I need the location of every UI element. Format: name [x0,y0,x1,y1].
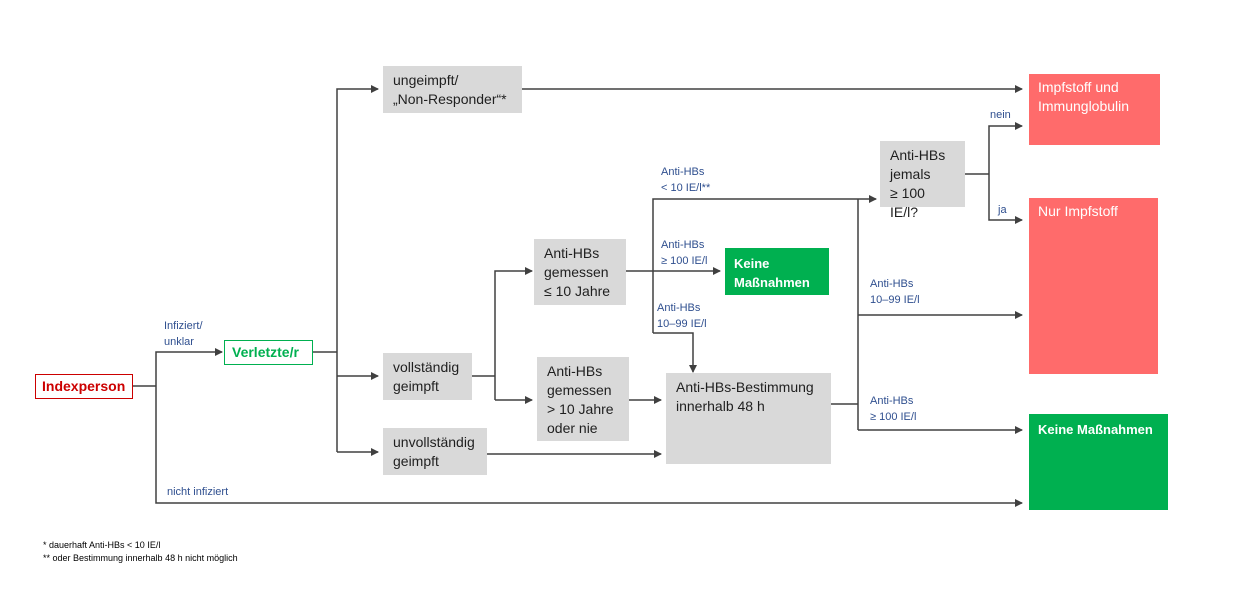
label-nein: nein [990,109,1011,121]
label-lt10: Anti-HBs < 10 IE/l** [661,166,711,194]
footnote-1: * dauerhaft Anti-HBs < 10 IE/l [43,540,161,550]
label-nicht-infiziert: nicht infiziert [167,486,229,498]
node-gemessen-le10: Anti-HBs gemessen ≤ 10 Jahre [534,239,626,305]
label-ja: ja [998,204,1007,216]
label-10-99-right: Anti-HBs 10–99 IE/l [870,278,920,306]
node-jemals: Anti-HBs jemals ≥ 100 IE/l? [880,141,965,220]
edge-to-ungeimpft [336,85,379,452]
node-ungeimpft: ungeimpft/ „Non-Responder“* [383,66,522,113]
node-anti-hbs-bestimmung: Anti-HBs-Bestimmung innerhalb 48 h [666,373,831,464]
node-keine-massnahmen-mid: Keine Maßnahmen [725,248,829,295]
label-infiziert-unklar: Infiziert/ unklar [164,320,203,348]
node-vollstaendig: vollständig geimpft [383,353,472,400]
label-ge100-right: Anti-HBs ≥ 100 IE/l [870,395,917,423]
edge-to-gemessen-le10 [494,267,533,400]
edge-nein [988,122,1023,174]
footnote-2: ** oder Bestimmung innerhalb 48 h nicht … [43,553,238,563]
node-impfstoff-immunglobulin: Impfstoff und Immunglobulin [1029,74,1160,145]
label-ge100-mid: Anti-HBs ≥ 100 IE/l [661,239,708,267]
edge-to-verletzte [155,348,223,386]
edge-nicht-infiziert [155,386,1023,507]
node-gemessen-gt10: Anti-HBs gemessen > 10 Jahre oder nie [537,357,629,441]
node-indexperson: Indexperson [35,374,133,399]
edge-10-99-mid [653,332,697,373]
edge-ja [988,174,1023,224]
node-unvollstaendig: unvollständig geimpft [383,428,487,475]
node-nur-impfstoff: Nur Impfstoff [1029,198,1158,374]
edge-lt10-up [652,198,858,333]
node-keine-massnahmen-right: Keine Maßnahmen [1029,414,1168,510]
label-10-99-mid: Anti-HBs 10–99 IE/l [657,302,707,330]
node-verletzte: Verletzte/r [224,340,313,365]
